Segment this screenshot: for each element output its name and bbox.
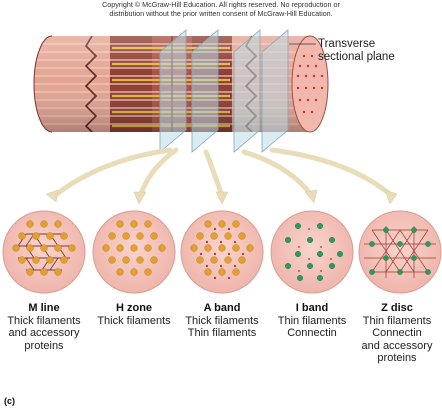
copyright-notice: Copyright © McGraw-Hill Education. All r… [0, 0, 442, 18]
caption-line: Connectin [372, 327, 422, 339]
caption-title: Z disc [381, 302, 413, 314]
copyright-line-2: distribution without the prior written c… [109, 9, 333, 18]
caption-line: and accessory [8, 327, 80, 339]
caption-a-band: A band Thick filaments Thin filaments [177, 302, 267, 340]
caption-h-zone: H zone Thick filaments [89, 302, 179, 327]
caption-line: Thin filaments [277, 314, 347, 327]
section-h-zone [92, 210, 176, 294]
caption-m-line: M line Thick filaments and accessory pro… [0, 302, 89, 352]
caption-i-band: I band Thin filaments Connectin [267, 302, 357, 340]
copyright-line-1: Copyright © McGraw-Hill Education. All r… [102, 0, 340, 9]
caption-line: Thin filaments [362, 314, 432, 327]
caption-z-disc: Z disc Thin filaments Connectin and acce… [352, 302, 442, 365]
panel-label: (c) [4, 396, 15, 406]
caption-title: I band [295, 302, 329, 314]
section-i-band [270, 210, 354, 294]
caption-line: and accessory [361, 339, 433, 352]
section-m-line [2, 210, 86, 294]
plane-label-line-1: Transverse [318, 38, 376, 50]
caption-title: H zone [115, 302, 153, 314]
caption-title: A band [203, 302, 241, 314]
caption-line: Thick filaments [7, 314, 81, 327]
section-arrows [51, 147, 395, 199]
caption-line: Connectin [287, 327, 337, 339]
transverse-plane-label: Transverse sectional plane [318, 38, 395, 64]
section-z-disc [358, 210, 442, 294]
caption-title: M line [28, 302, 60, 314]
section-a-band [180, 210, 264, 294]
caption-line: Thick filaments [97, 314, 171, 327]
caption-line: proteins [377, 352, 417, 364]
caption-line: proteins [24, 339, 64, 352]
caption-line: Thin filaments [187, 327, 257, 339]
plane-label-line-2: sectional plane [318, 51, 395, 63]
section-arrowheads [45, 189, 398, 205]
transverse-planes [159, 29, 289, 153]
cylinder-end-face [291, 35, 329, 133]
caption-line: Thick filaments [185, 314, 259, 327]
